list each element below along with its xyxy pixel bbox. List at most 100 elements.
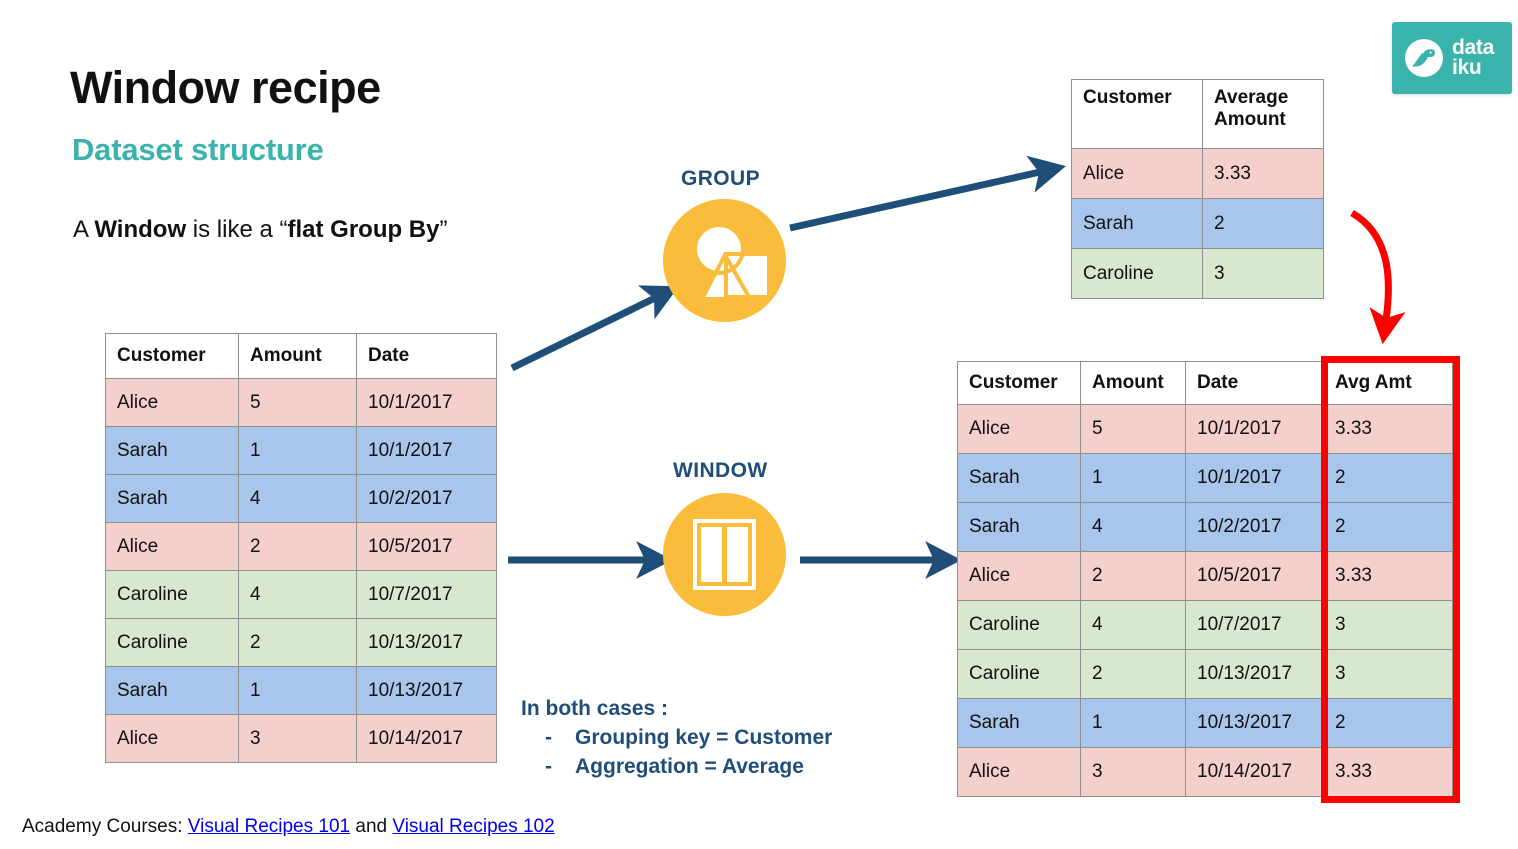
table-cell: 10/7/2017 xyxy=(1185,600,1324,650)
footer-prefix: Academy Courses: xyxy=(22,816,188,837)
table-cell: 4 xyxy=(238,570,357,619)
logo-line-2: iku xyxy=(1452,56,1482,79)
table-cell: 10/14/2017 xyxy=(356,714,497,763)
table-cell: Alice xyxy=(105,522,239,571)
note-item-0: - Grouping key = Customer xyxy=(521,723,832,752)
table-cell: 10/1/2017 xyxy=(1185,404,1324,454)
group-node-label: GROUP xyxy=(681,167,761,190)
table-cell: 4 xyxy=(1080,600,1186,650)
window-icon xyxy=(663,493,786,621)
table-cell: 2 xyxy=(1202,198,1324,249)
link-visual-recipes-101[interactable]: Visual Recipes 101 xyxy=(187,816,351,837)
table-cell: 10/5/2017 xyxy=(1185,551,1324,601)
table-cell: Caroline xyxy=(105,570,239,619)
table-cell: 3.33 xyxy=(1323,551,1453,601)
table-cell: 10/13/2017 xyxy=(356,666,497,715)
table-cell: 3 xyxy=(1202,248,1324,299)
column-header: Date xyxy=(1185,361,1324,405)
table-cell: 2 xyxy=(1323,698,1453,748)
table-cell: 10/2/2017 xyxy=(1185,502,1324,552)
table-cell: 10/1/2017 xyxy=(356,378,497,427)
page-title: Window recipe xyxy=(70,62,381,113)
dataiku-logo: data iku xyxy=(1392,22,1512,94)
table-cell: 2 xyxy=(1323,502,1453,552)
note-item-text: Grouping key = Customer xyxy=(575,726,833,749)
table-cell: 3 xyxy=(238,714,357,763)
both-cases-note: In both cases : - Grouping key = Custome… xyxy=(521,694,832,781)
column-header: Date xyxy=(356,333,497,379)
table-cell: 10/2/2017 xyxy=(356,474,497,523)
footer: Academy Courses: Visual Recipes 101 and … xyxy=(22,816,555,838)
logo-wordmark: data iku xyxy=(1452,36,1494,79)
column-header: Customer xyxy=(105,333,239,379)
table-cell: Caroline xyxy=(957,600,1081,650)
table-cell: Alice xyxy=(957,747,1081,797)
table-cell: 1 xyxy=(238,426,357,475)
link-visual-recipes-102[interactable]: Visual Recipes 102 xyxy=(392,816,555,837)
table-cell: Sarah xyxy=(1071,198,1203,249)
table-cell: 4 xyxy=(1080,502,1186,552)
logo-line-1: data xyxy=(1452,36,1494,59)
table-cell: 3 xyxy=(1080,747,1186,797)
note-item-text: Aggregation = Average xyxy=(575,755,804,778)
table-cell: Sarah xyxy=(105,474,239,523)
arrow-source-to-group xyxy=(510,285,679,372)
lede-middle: is like a “ xyxy=(186,216,288,243)
table-cell: 3.33 xyxy=(1323,747,1453,797)
lede-prefix: A xyxy=(73,216,95,243)
table-cell: 2 xyxy=(238,618,357,667)
note-item-1: - Aggregation = Average xyxy=(521,752,832,781)
table-cell: Alice xyxy=(957,404,1081,454)
window-node-label: WINDOW xyxy=(673,459,768,482)
lede-text: A Window is like a “flat Group By” xyxy=(73,216,448,244)
table-cell: 5 xyxy=(238,378,357,427)
table-cell: Alice xyxy=(105,714,239,763)
table-cell: 5 xyxy=(1080,404,1186,454)
table-cell: 10/14/2017 xyxy=(1185,747,1324,797)
table-cell: 3.33 xyxy=(1323,404,1453,454)
table-cell: 1 xyxy=(1080,453,1186,503)
table-cell: Sarah xyxy=(105,666,239,715)
note-heading: In both cases : xyxy=(521,697,669,720)
bird-icon xyxy=(1405,39,1443,77)
table-cell: Alice xyxy=(957,551,1081,601)
table-cell: 4 xyxy=(238,474,357,523)
table-cell: 2 xyxy=(1080,649,1186,699)
lede-suffix: ” xyxy=(439,216,448,243)
column-header: Customer xyxy=(957,361,1081,405)
column-header: Amount xyxy=(238,333,357,379)
table-cell: Caroline xyxy=(957,649,1081,699)
table-cell: 10/13/2017 xyxy=(1185,649,1324,699)
table-cell: 2 xyxy=(1080,551,1186,601)
footer-joiner: and xyxy=(350,816,393,837)
table-cell: Alice xyxy=(1071,148,1203,199)
arrow-group-to-window-highlight xyxy=(1350,209,1406,345)
lede-bold-window: Window xyxy=(94,216,187,243)
table-cell: 1 xyxy=(1080,698,1186,748)
